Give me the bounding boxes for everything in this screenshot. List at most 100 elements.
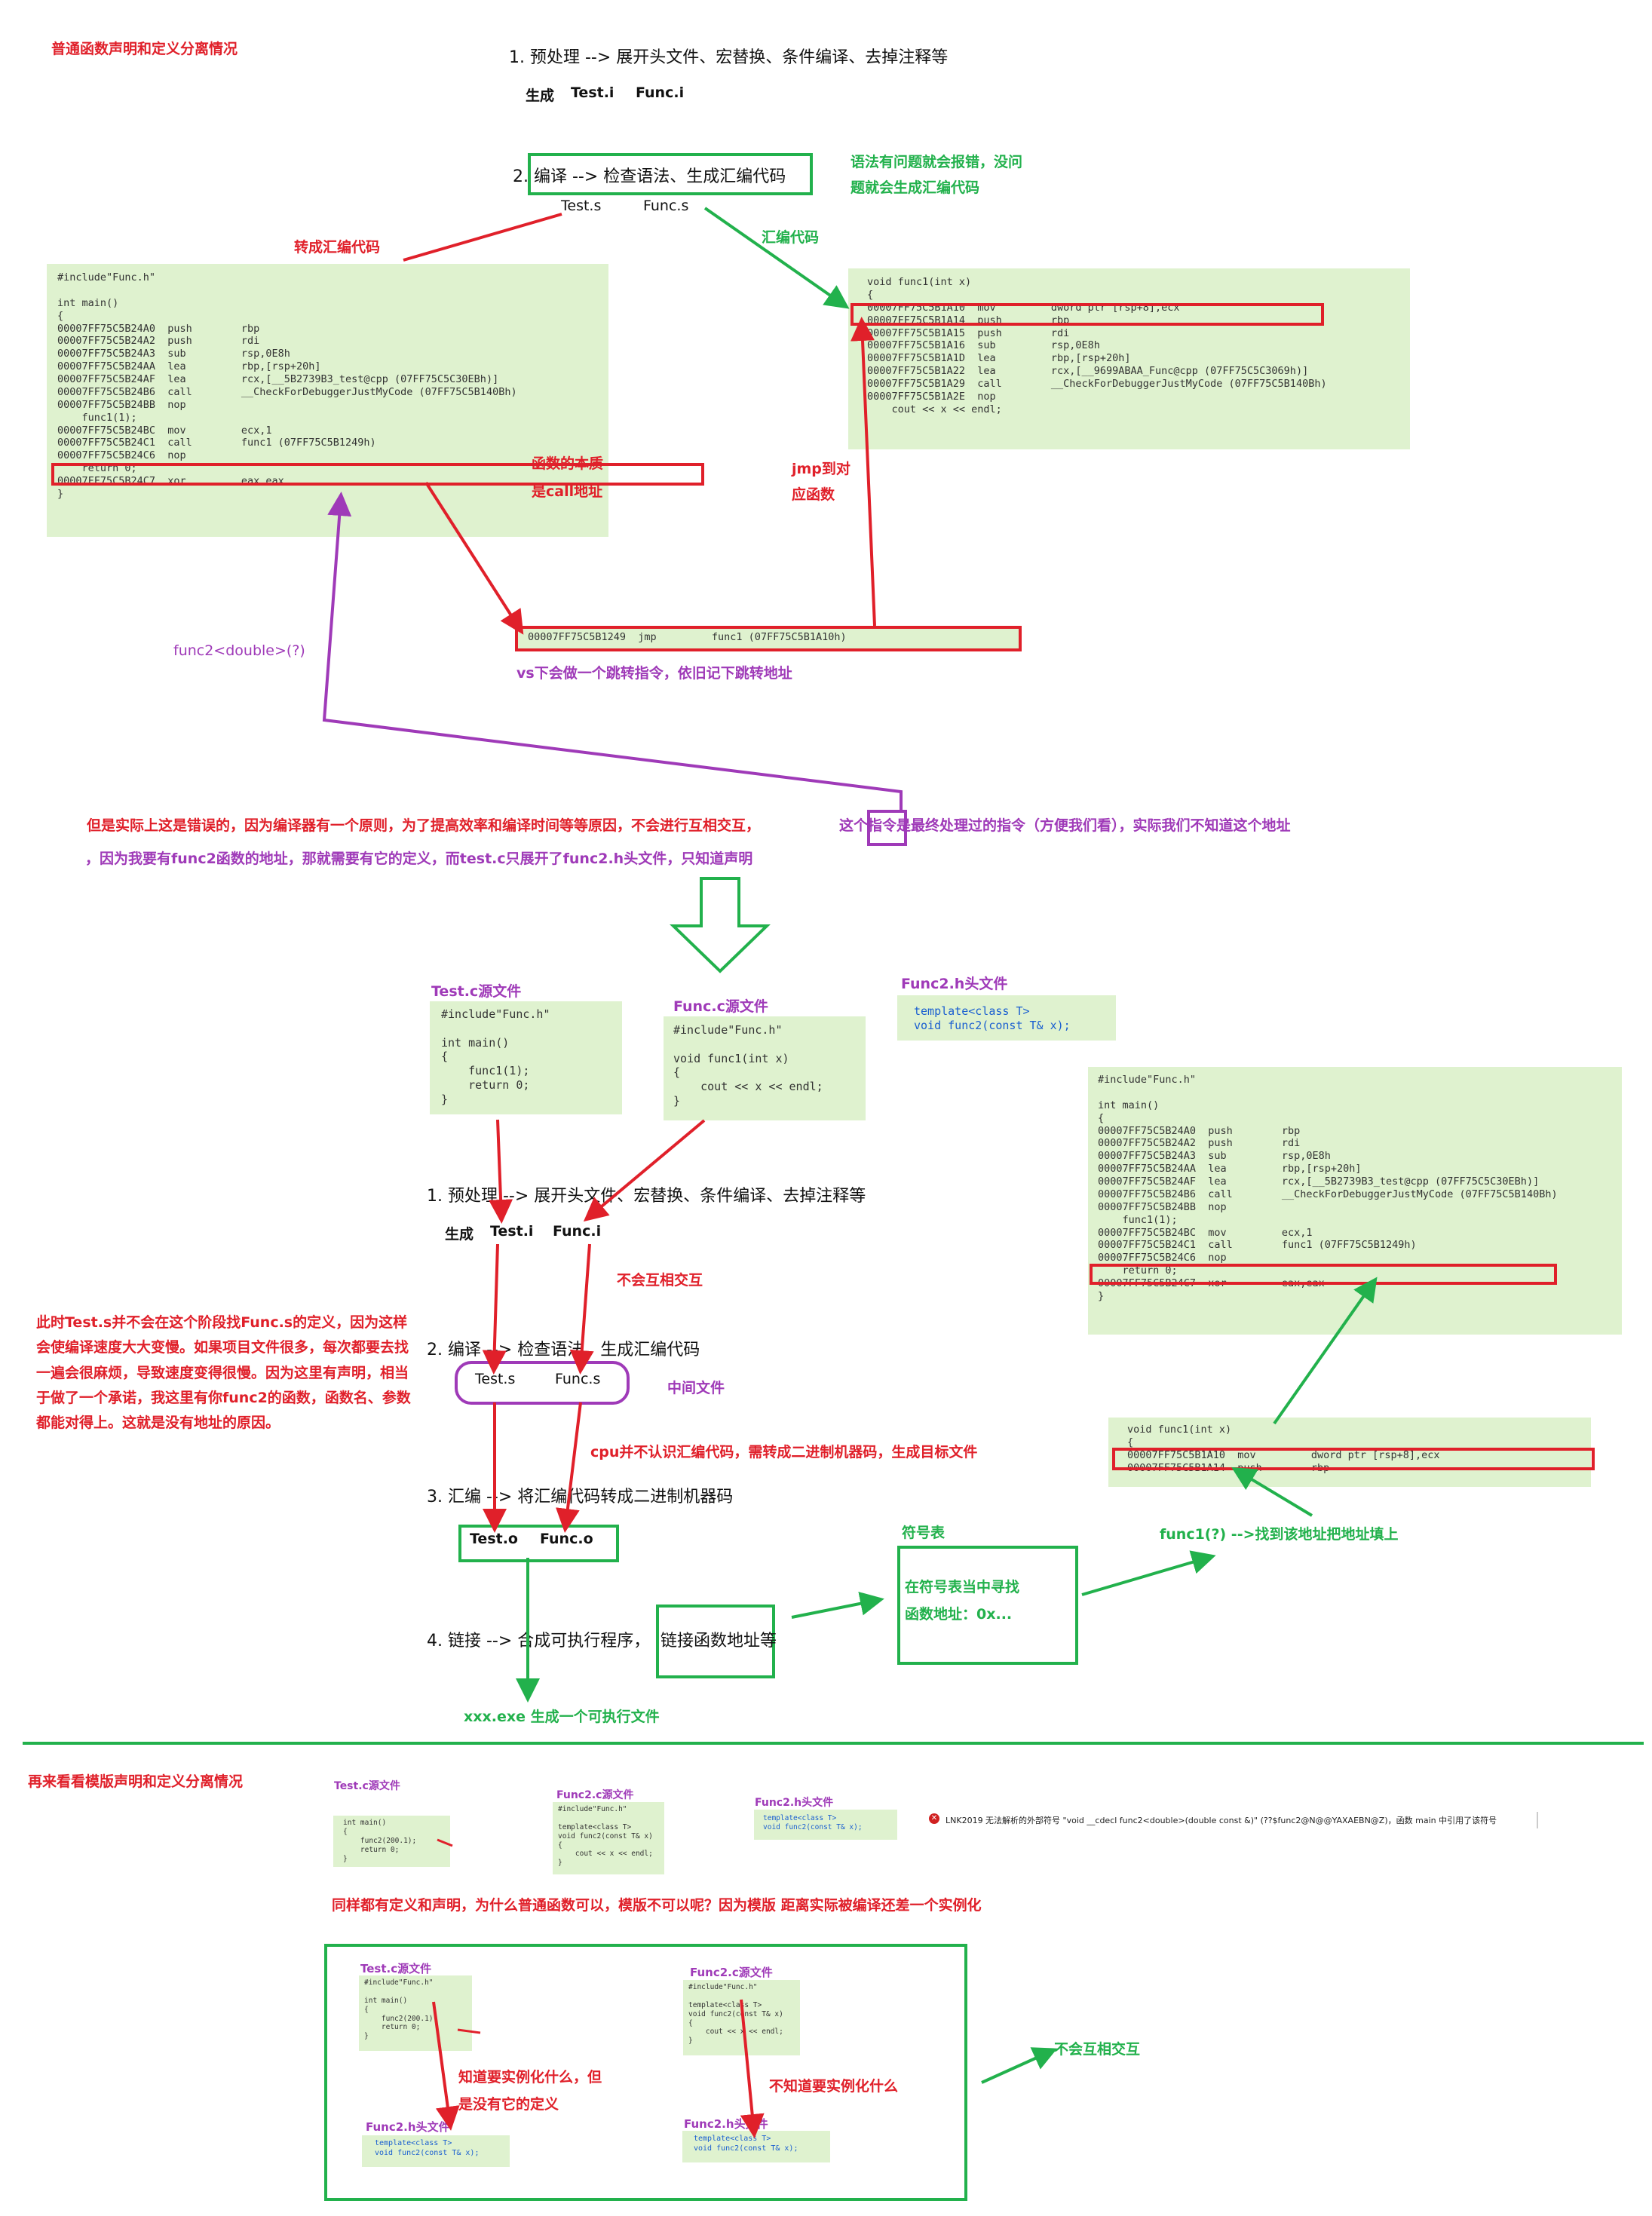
dontknow-note: 不知道要实例化什么 <box>769 2078 899 2095</box>
know-note-2: 是没有它的定义 <box>458 2096 559 2113</box>
testc-code: #include"Func.h" int main() { func1(1); … <box>441 1007 550 1106</box>
main-asm-panel <box>47 264 608 537</box>
arrow-symbol-to-fill <box>1081 1550 1216 1596</box>
template-compare-box <box>324 1944 967 2201</box>
cpu-note: cpu并不认识汇编代码，需转成二进制机器码，生成目标文件 <box>590 1444 978 1460</box>
symbol-box-line2: 函数地址：0x... <box>905 1606 1013 1623</box>
arrow-dontknow-down <box>740 1999 765 2138</box>
mid-file-label: 中间文件 <box>667 1380 725 1396</box>
call-note-2: 是call地址 <box>532 483 603 500</box>
arrow-link-to-symbol <box>791 1592 884 1619</box>
error-icon: ✕ <box>929 1813 939 1824</box>
tpl-testc-panel <box>333 1816 450 1867</box>
arrow-func1-to-call <box>1273 1277 1378 1425</box>
testc-label: Test.c源文件 <box>431 983 522 1000</box>
box-test-mark <box>457 2028 481 2034</box>
func2h-code: template<class T> void func2(const T& x)… <box>914 1004 1071 1032</box>
call-highlight <box>51 463 704 486</box>
tpl-h-panel <box>754 1810 897 1840</box>
small-func1-panel <box>1108 1418 1591 1487</box>
box-h1-label: Func2.h头文件 <box>366 2120 450 2134</box>
funcc-panel <box>664 1016 866 1120</box>
arrow-to-asm <box>403 213 562 262</box>
s-files-ellipse <box>455 1361 630 1405</box>
box-h2-code: template<class T> void func2(const T& x)… <box>694 2135 798 2153</box>
fill-address-note: func1(?) -->找到该地址把地址填上 <box>1160 1526 1399 1543</box>
no-interact-label: 不会互相交互 <box>617 1272 703 1289</box>
symbol-box-line1: 在符号表当中寻找 <box>905 1579 1020 1595</box>
test-s-label: Test.s <box>561 198 602 214</box>
explain-note: 此时Test.s并不会在这个阶段找Func.s的定义，因为这样会使编译速度大大变… <box>36 1314 411 1431</box>
arrow-func-i-to-s <box>569 1243 594 1375</box>
func-s-label-2: Func.s <box>555 1371 601 1387</box>
wrong-note-line2: ，因为我要有func2函数的地址，那就需要有它的定义，而test.c只展开了fu… <box>85 851 753 867</box>
symbol-table-box <box>897 1546 1078 1665</box>
arrow-no-interact-2 <box>981 2047 1058 2084</box>
link-address-box <box>656 1605 775 1678</box>
jmp-note-2: 应函数 <box>792 486 835 503</box>
no-interact-label-2: 不会互相交互 <box>1054 2041 1141 2058</box>
to-asm-label: 转成汇编代码 <box>294 239 381 256</box>
func-s-label: Func.s <box>643 198 689 214</box>
funcc-label: Func.c源文件 <box>673 998 768 1015</box>
arrow-func2-purple <box>322 492 903 811</box>
small-func1-highlight <box>1112 1448 1595 1470</box>
step-link-b: 链接函数地址等 <box>660 1632 777 1651</box>
test-o-label: Test.o <box>470 1531 518 1547</box>
o-files-box <box>458 1525 619 1562</box>
wrong-note-line1a: 但是实际上这是错误的，因为编译器有一个原则，为了提高效率和编译时间等等原因，不会… <box>87 817 761 834</box>
arrow-know-down <box>432 2001 460 2131</box>
gen-label-2: 生成 <box>445 1226 474 1243</box>
test-i-label: Test.i <box>571 84 615 101</box>
tpl-testc-label: Test.c源文件 <box>334 1780 400 1792</box>
exe-label: xxx.exe 生成一个可执行文件 <box>464 1709 660 1725</box>
jmp-highlight <box>515 626 1022 651</box>
page-title: 普通函数声明和定义分离情况 <box>51 41 238 57</box>
tpl-h-code: template<class T> void func2(const T& x)… <box>763 1814 863 1831</box>
step-link-a: 4. 链接 --> 合成可执行程序， <box>427 1632 651 1651</box>
func2h-panel <box>897 995 1116 1041</box>
arrow-funcc-to-i <box>583 1119 706 1222</box>
func-i-label-2: Func.i <box>553 1223 602 1240</box>
func2h-label: Func2.h头文件 <box>901 976 1008 992</box>
step-preprocess: 1. 预处理 --> 展开头文件、宏替换、条件编译、去掉注释等 <box>509 48 949 67</box>
arrow-testc-to-i <box>489 1119 513 1224</box>
instruction-highlight <box>867 810 907 846</box>
wrong-note-line1b: 这个指令是最终处理过的指令（方便我们看），实际我们不知道这个地址 <box>839 817 1291 834</box>
tpl-funcc-label: Func2.c源文件 <box>556 1789 634 1801</box>
testc-panel <box>430 1001 622 1114</box>
lnk-error-text: LNK2019 无法解析的外部符号 "void __cdecl func2<do… <box>946 1816 1497 1825</box>
step-compile: 2. 编译 --> 检查语法、生成汇编代码 <box>513 167 786 186</box>
arrow-asm-code <box>703 207 850 309</box>
box-testc-panel <box>359 1975 472 2051</box>
jmp-code: 00007FF75C5B1249 jmp func1 (07FF75C5B1A1… <box>528 631 847 643</box>
small-func1-code: void func1(int x) { 00007FF75C5B1A10 mov… <box>1127 1424 1440 1474</box>
box-h1-code: template<class T> void func2(const T& x)… <box>375 2139 480 2157</box>
func1-asm-panel <box>848 268 1410 449</box>
template-question: 同样都有定义和声明，为什么普通函数可以，模版不可以呢？因为模版 距离实际被编译还… <box>332 1897 982 1914</box>
vs-note: vs下会做一个跳转指令，依旧记下跳转地址 <box>516 665 792 682</box>
func2-question: func2<double>(?) <box>173 642 305 659</box>
func-i-label: Func.i <box>636 84 685 101</box>
tpl-test-mark <box>437 1838 453 1847</box>
know-note-1: 知道要实例化什么，但 <box>458 2069 602 2086</box>
big-down-arrow <box>670 877 771 973</box>
box-funcc-label: Func2.c源文件 <box>690 1966 773 1979</box>
arrow-jmp-to-func1 <box>851 317 876 627</box>
jmp-panel <box>515 626 1019 648</box>
arrow-func-s-to-o <box>556 1402 582 1533</box>
tpl-testc-code: int main() { func2(200.1); return 0; } <box>343 1819 417 1863</box>
symbol-table-title: 符号表 <box>902 1525 946 1541</box>
call-highlight-2 <box>1090 1264 1557 1285</box>
func1-entry-highlight <box>851 303 1324 326</box>
box-testc-code: #include"Func.h" int main() { func2(200.… <box>364 1978 438 2041</box>
gen-label: 生成 <box>526 87 555 104</box>
tpl-funcc-code: #include"Func.h" template<class T> void … <box>558 1805 653 1868</box>
arrow-call-to-jmp <box>424 481 524 635</box>
box-h1-panel <box>362 2135 510 2167</box>
arrow-fill-to-func1 <box>1231 1467 1313 1517</box>
func-o-label: Func.o <box>540 1531 593 1547</box>
asm-code-label: 汇编代码 <box>762 229 820 246</box>
step-assemble: 3. 汇编 --> 将汇编代码转成二进制机器码 <box>427 1488 734 1506</box>
